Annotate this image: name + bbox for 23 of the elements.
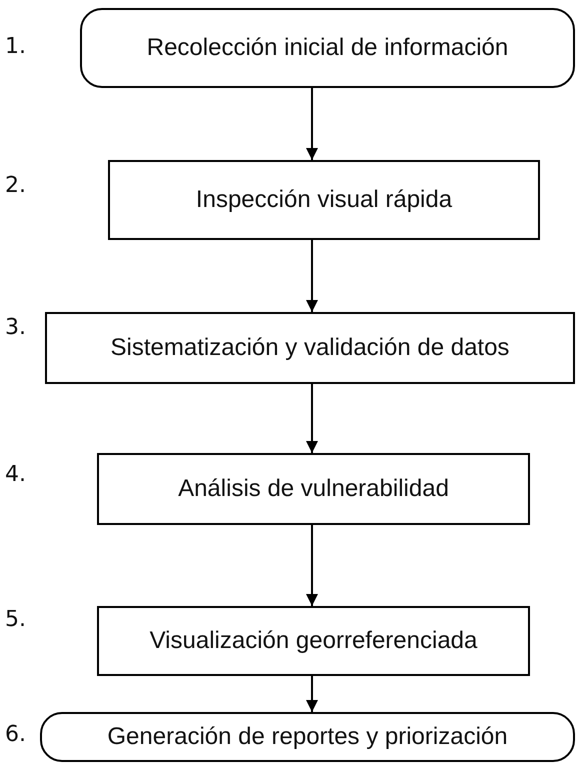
process-box [97, 606, 530, 676]
arrow [306, 525, 318, 606]
arrow [306, 240, 318, 312]
step-text: Recolección inicial de información [146, 34, 508, 62]
step-text: Análisis de vulnerabilidad [178, 475, 449, 503]
step-number: 3. [5, 315, 26, 340]
terminal-box [80, 8, 575, 88]
arrow [306, 88, 318, 160]
step-number: 5. [5, 607, 26, 632]
step-number: 4. [5, 462, 26, 487]
step-number: 1. [5, 34, 26, 59]
step-text: Visualización georreferenciada [150, 627, 478, 655]
process-box [108, 160, 540, 240]
step-number: 6. [5, 722, 26, 747]
step-text: Inspección visual rápida [196, 186, 452, 214]
step-text: Generación de reportes y priorización [107, 723, 508, 751]
process-box [45, 312, 575, 384]
process-box [97, 453, 530, 525]
step-text: Sistematización y validación de datos [110, 334, 510, 362]
arrow [306, 384, 318, 453]
terminal-box [40, 712, 575, 762]
step-number: 2. [5, 173, 26, 198]
arrow [306, 676, 318, 712]
